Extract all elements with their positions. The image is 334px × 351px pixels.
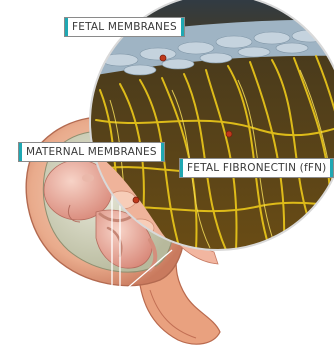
label-maternal-membranes: MATERNAL MEMBRANES bbox=[18, 142, 165, 162]
label-fetal-fibronectin: FETAL FIBRONECTIN (fFN) bbox=[179, 158, 334, 178]
label-fetal-membranes: FETAL MEMBRANES bbox=[64, 17, 185, 37]
